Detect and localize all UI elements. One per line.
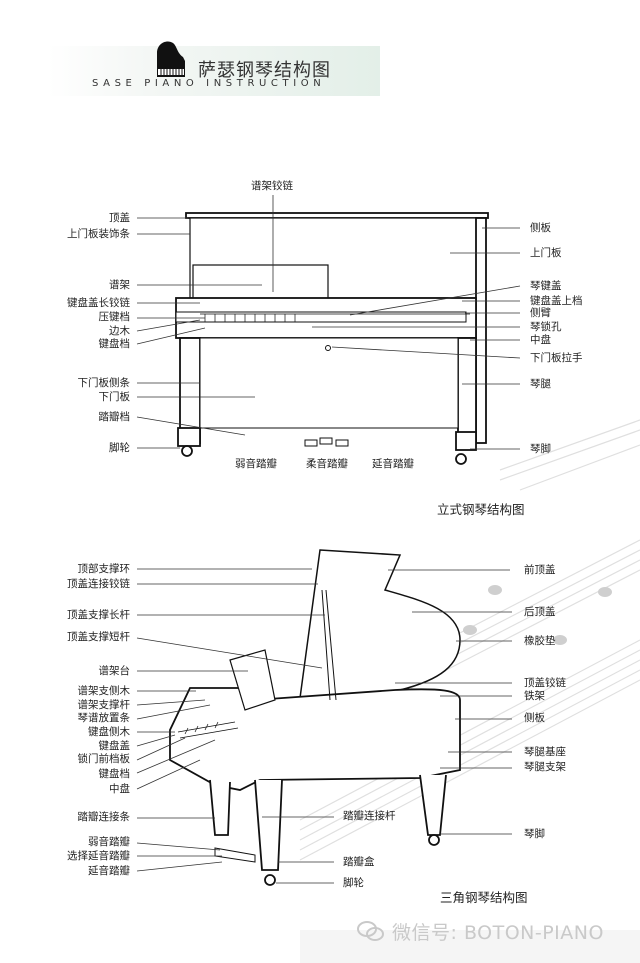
grand-keys: [177, 721, 239, 739]
grand-left-label: 谱架支侧木: [77, 685, 131, 697]
upright-right-label: 上门板: [530, 247, 562, 259]
grand-left-label: 琴谱放置条: [77, 712, 131, 724]
grand-right-label: 侧板: [524, 712, 545, 724]
upright-right-label: 琴脚: [530, 443, 551, 455]
grand-right-label: 顶盖铰链: [524, 677, 566, 689]
grand-right-label: 琴脚: [524, 828, 545, 840]
grand-right-label: 后顶盖: [524, 606, 556, 618]
upright-piano-drawing: [175, 212, 489, 465]
upright-right-label: 下门板拉手: [530, 352, 583, 364]
grand-right-label: 橡胶垫: [524, 635, 556, 647]
upright-left-label: 下门板侧条: [77, 377, 131, 389]
watermark: 微信号: BOTON-PIANO: [392, 922, 604, 944]
page-title: 萨瑟钢琴结构图: [198, 60, 331, 81]
grand-piano-logo-icon: [157, 41, 185, 77]
grand-left-label: 键盘盖: [98, 740, 131, 752]
grand-right-label: 琴腿基座: [524, 746, 566, 758]
upright-left-label: 压键档: [98, 311, 131, 323]
upright-right-label: 琴键盖: [530, 280, 562, 292]
grand-left-label: 谱架台: [98, 665, 131, 677]
grand-middle-label: 踏瓣盒: [343, 856, 375, 868]
grand-left-label: 顶盖连接铰链: [67, 578, 130, 590]
grand-left-label: 延音踏瓣: [88, 865, 130, 877]
grand-left-label: 踏瓣连接条: [77, 811, 131, 823]
wechat-icon: [357, 921, 384, 941]
grand-left-label: 顶盖支撑长杆: [67, 609, 130, 621]
grand-left-label: 键盘侧木: [88, 726, 130, 738]
grand-right-label: 铁架: [524, 690, 545, 702]
grand-left-label: 中盘: [109, 783, 130, 795]
grand-left-label: 选择延音踏瓣: [67, 850, 130, 862]
grand-leader-lines: [136, 568, 512, 884]
upright-right-label: 中盘: [530, 334, 551, 346]
grand-middle-label: 踏瓣连接杆: [343, 810, 396, 822]
upright-right-label: 琴腿: [530, 378, 551, 390]
upright-right-label: 侧板: [530, 222, 551, 234]
grand-middle-label: 脚轮: [343, 877, 364, 889]
grand-caption: 三角钢琴结构图: [440, 890, 528, 905]
label-music-rack-hinge: 谱架铰链: [251, 180, 293, 192]
upright-left-label: 下门板: [98, 391, 131, 403]
upright-leader-lines: [136, 195, 521, 450]
upright-right-label: 琴锁孔: [530, 321, 562, 333]
upright-left-label: 谱架: [109, 279, 130, 291]
grand-right-label: 前顶盖: [524, 564, 556, 576]
upright-left-label: 键盘盖长铰链: [67, 297, 130, 309]
upright-caption: 立式钢琴结构图: [437, 502, 525, 517]
upright-left-label: 顶盖: [109, 212, 130, 224]
upright-left-label: 踏瓣档: [98, 411, 131, 423]
grand-left-label: 锁门前档板: [77, 753, 131, 765]
upright-right-label: 键盘盖上档: [530, 295, 583, 307]
upright-left-label: 上门板装饰条: [67, 228, 130, 240]
grand-left-label: 顶部支撑环: [77, 563, 131, 575]
grand-left-label: 键盘档: [98, 768, 131, 780]
page-subtitle: SASE PIANO INSTRUCTION: [92, 78, 326, 89]
grand-left-label: 弱音踏瓣: [88, 836, 130, 848]
header-banner: [48, 46, 380, 96]
upright-pedal-label: 延音踏瓣: [372, 458, 414, 470]
upright-pedal-label: 柔音踏瓣: [306, 458, 348, 470]
grand-piano-drawing: [169, 549, 461, 886]
grand-right-label: 琴腿支架: [524, 761, 566, 773]
upright-left-label: 键盘档: [98, 338, 131, 350]
upright-left-label: 脚轮: [109, 442, 130, 454]
upright-pedal-label: 弱音踏瓣: [235, 458, 277, 470]
grand-left-label: 谱架支撑杆: [77, 699, 131, 711]
upright-right-label: 侧臂: [530, 307, 551, 319]
upright-left-label: 边木: [109, 325, 130, 337]
grand-left-label: 顶盖支撑短杆: [67, 631, 130, 643]
